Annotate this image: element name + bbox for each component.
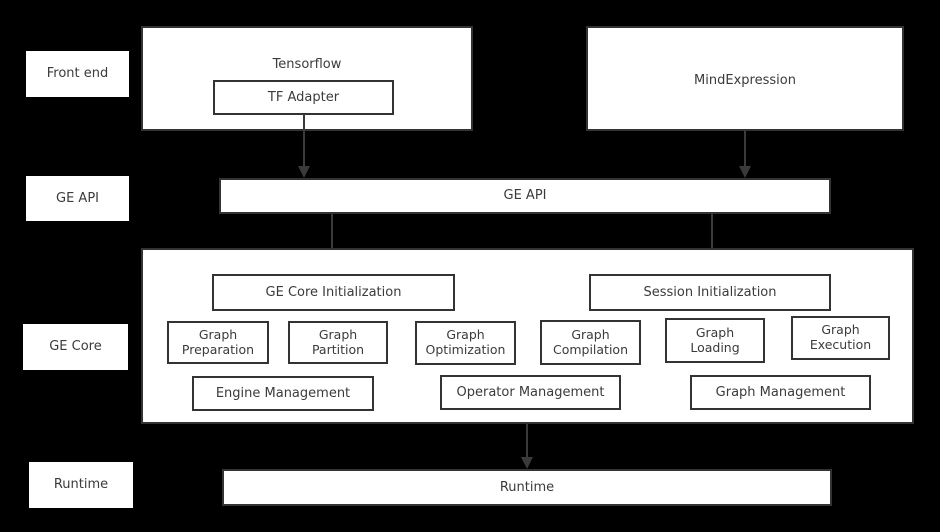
graph-loading-box[interactable]: Graph Loading	[665, 318, 765, 363]
tier-label-front-end-text: Front end	[46, 66, 109, 82]
engine-management-label: Engine Management	[215, 385, 351, 401]
graph-management-label: Graph Management	[715, 384, 846, 400]
arrow-head	[521, 457, 533, 469]
graph-execution-box[interactable]: Graph Execution	[791, 316, 890, 360]
arrow-stem	[331, 214, 333, 264]
graph-preparation-box[interactable]: Graph Preparation	[167, 321, 269, 364]
graph-loading-label: Graph Loading	[690, 324, 740, 355]
tensorflow-container[interactable]: Tensorflow	[141, 26, 473, 131]
runtime-bar-label: Runtime	[499, 479, 555, 495]
operator-management-box[interactable]: Operator Management	[440, 375, 621, 410]
tier-label-runtime: Runtime	[29, 462, 133, 508]
tier-label-ge-api-text: GE API	[56, 190, 99, 206]
mindexpression-title: MindExpression	[694, 73, 796, 88]
operator-management-label: Operator Management	[456, 384, 605, 400]
graph-management-box[interactable]: Graph Management	[690, 375, 871, 410]
arrow-stem	[303, 114, 305, 168]
graph-preparation-label: Graph Preparation	[181, 326, 255, 357]
graph-optimization-box[interactable]: Graph Optimization	[415, 321, 516, 365]
arrow-stem	[526, 424, 528, 460]
graph-partition-box[interactable]: Graph Partition	[288, 321, 388, 364]
arrow-stem	[744, 131, 746, 169]
arrow-stem	[711, 213, 713, 263]
tier-label-ge-core-text: GE Core	[49, 339, 102, 355]
tier-label-front-end: Front end	[26, 51, 129, 97]
ge-core-initialization-label: GE Core Initialization	[265, 284, 402, 300]
tensorflow-title: Tensorflow	[272, 57, 342, 72]
graph-optimization-label: Graph Optimization	[425, 327, 506, 357]
graph-partition-label: Graph Partition	[311, 326, 365, 357]
graph-execution-label: Graph Execution	[809, 322, 872, 352]
mindexpression-container[interactable]: MindExpression	[586, 26, 904, 131]
tf-adapter-label: TF Adapter	[267, 89, 340, 105]
tier-label-ge-core: GE Core	[23, 324, 128, 370]
graph-compilation-label: Graph Compilation	[552, 326, 629, 357]
session-initialization-label: Session Initialization	[643, 284, 777, 300]
ge-api-bar-label: GE API	[503, 188, 547, 204]
runtime-bar[interactable]: Runtime	[222, 469, 832, 506]
arrow-head	[298, 166, 310, 178]
ge-core-initialization-box[interactable]: GE Core Initialization	[212, 274, 455, 311]
arrow-tf-adapter-to-ge-api	[298, 114, 310, 178]
tier-label-runtime-text: Runtime	[53, 477, 109, 493]
tier-label-ge-api: GE API	[26, 176, 129, 221]
graph-compilation-box[interactable]: Graph Compilation	[540, 320, 641, 365]
arrow-mindexpression-to-ge-api	[739, 131, 751, 178]
session-initialization-box[interactable]: Session Initialization	[589, 274, 831, 311]
engine-management-box[interactable]: Engine Management	[192, 376, 374, 411]
arrow-head	[739, 166, 751, 178]
arrow-ge-core-to-runtime	[521, 424, 533, 469]
ge-api-bar[interactable]: GE API	[219, 178, 831, 214]
tf-adapter-box[interactable]: TF Adapter	[213, 80, 394, 115]
